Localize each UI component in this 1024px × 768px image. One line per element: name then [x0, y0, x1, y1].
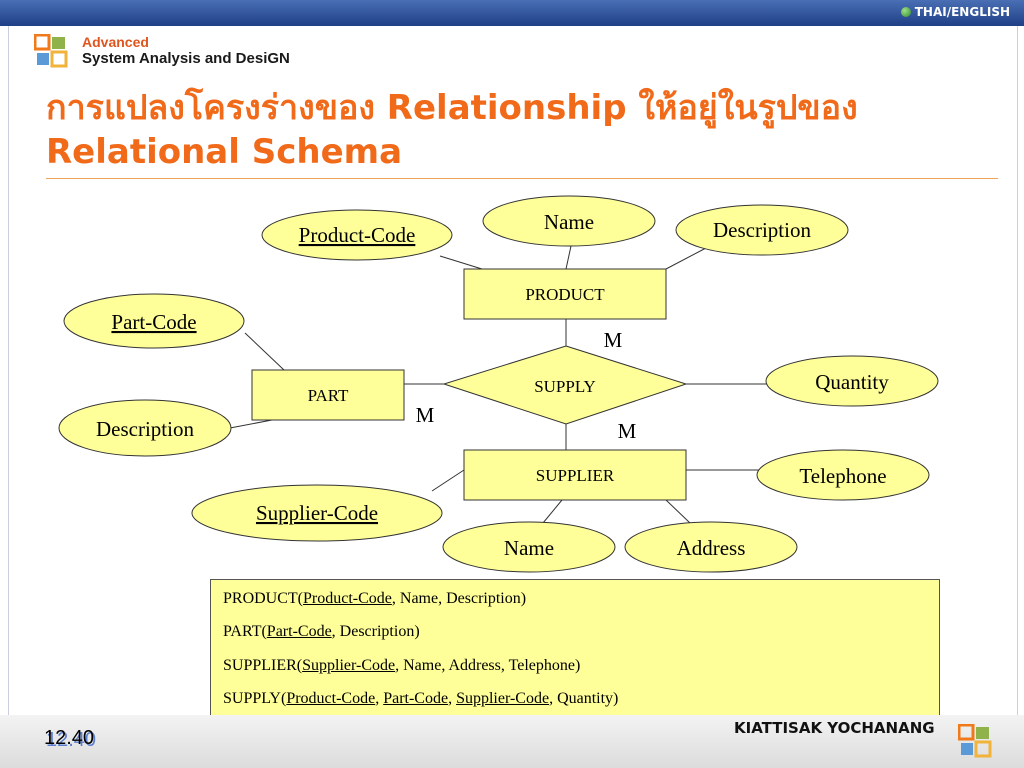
language-label: THAI/ENGLISH — [914, 5, 1010, 19]
entity-product-label: PRODUCT — [525, 285, 605, 304]
slide-number: 12.40 — [44, 727, 95, 749]
attribute-telephone-label: Telephone — [799, 464, 886, 488]
attribute-address — [624, 521, 798, 573]
attribute-part-description-label: Description — [96, 417, 194, 441]
schema-relation-name: SUPPLIER( — [223, 657, 303, 674]
attribute-product-description — [675, 204, 849, 256]
link-product-code — [439, 255, 483, 270]
author-name: KIATTISAK YOCHANANG — [734, 719, 935, 737]
relationship-supply — [442, 345, 688, 425]
attribute-quantity-label: Quantity — [815, 370, 889, 394]
schema-key: Part-Code — [383, 690, 449, 707]
schema-attributes: , Quantity) — [549, 690, 619, 707]
link-supplier-name — [542, 499, 563, 524]
attribute-address-label: Address — [677, 536, 746, 560]
link-product-name — [565, 245, 572, 270]
schema-supplier: SUPPLIER(Supplier-Code, Name, Address, T… — [223, 657, 580, 675]
attribute-part-code-label: Part-Code — [111, 310, 196, 334]
schema-relation-name: SUPPLY( — [223, 690, 287, 707]
attribute-supplier-code-label: Supplier-Code — [256, 501, 378, 525]
course-title-line1: Advanced — [82, 34, 149, 50]
attribute-supplier-code — [191, 484, 443, 542]
attribute-supplier-name — [442, 521, 616, 573]
entity-supplier-label: SUPPLIER — [536, 466, 615, 485]
footer-bar — [0, 715, 1024, 768]
link-supplier-address — [665, 499, 691, 524]
attribute-product-description-label: Description — [713, 218, 811, 242]
attribute-quantity — [765, 355, 939, 407]
schema-relation-name: PRODUCT( — [223, 590, 304, 607]
course-logo-icon — [34, 34, 68, 68]
schema-product: PRODUCT(Product-Code, Name, Description) — [223, 590, 526, 608]
schema-separator: , — [375, 690, 384, 707]
globe-icon — [900, 7, 911, 17]
language-toggle[interactable]: THAI/ENGLISH — [900, 5, 1010, 19]
schema-attributes: , Name, Description) — [391, 590, 527, 607]
attribute-supplier-name-label: Name — [504, 536, 554, 560]
link-product-description — [665, 247, 707, 270]
schema-key: Product-Code — [286, 690, 376, 707]
entity-product — [463, 268, 667, 320]
schema-key: Part-Code — [266, 623, 332, 640]
relational-schema-box: PRODUCT(Product-Code, Name, Description)… — [210, 579, 940, 717]
attribute-product-name — [482, 195, 656, 247]
cardinality-supplier: M — [618, 419, 637, 443]
attribute-product-code — [261, 209, 453, 261]
top-bar: THAI/ENGLISH — [0, 0, 1024, 26]
attribute-product-code-label: Product-Code — [299, 223, 416, 247]
schema-attributes: , Name, Address, Telephone) — [395, 657, 581, 674]
slide-title: การแปลงโครงร่างของ Relationship ให้อยู่ใ… — [46, 86, 996, 174]
attribute-product-name-label: Name — [544, 210, 594, 234]
link-part-description — [229, 419, 273, 429]
title-divider — [46, 178, 998, 179]
slide-title-line2: Relational Schema — [46, 132, 403, 172]
entity-part-label: PART — [308, 386, 349, 405]
attribute-telephone — [756, 449, 930, 501]
schema-relation-name: PART( — [223, 623, 267, 640]
cardinality-product: M — [604, 328, 623, 352]
entity-supplier — [463, 449, 687, 501]
schema-attributes: , Description) — [331, 623, 420, 640]
attribute-part-code — [63, 293, 245, 349]
schema-separator: , — [448, 690, 457, 707]
cardinality-part: M — [416, 403, 435, 427]
relationship-supply-label: SUPPLY — [534, 377, 596, 396]
slide-title-line1: การแปลงโครงร่างของ Relationship ให้อยู่ใ… — [46, 88, 858, 128]
schema-key: Supplier-Code — [302, 657, 396, 674]
link-part-code — [244, 332, 285, 371]
course-title-line2: System Analysis and DesiGN — [82, 50, 290, 67]
link-supplier-code — [431, 469, 465, 492]
schema-key: Product-Code — [303, 590, 392, 607]
attribute-part-description — [58, 399, 232, 457]
entity-part — [251, 369, 405, 421]
footer-logo-icon — [958, 724, 992, 758]
schema-key: Supplier-Code — [456, 690, 550, 707]
schema-part: PART(Part-Code, Description) — [223, 623, 420, 641]
schema-supply: SUPPLY(Product-Code, Part-Code, Supplier… — [223, 690, 618, 708]
